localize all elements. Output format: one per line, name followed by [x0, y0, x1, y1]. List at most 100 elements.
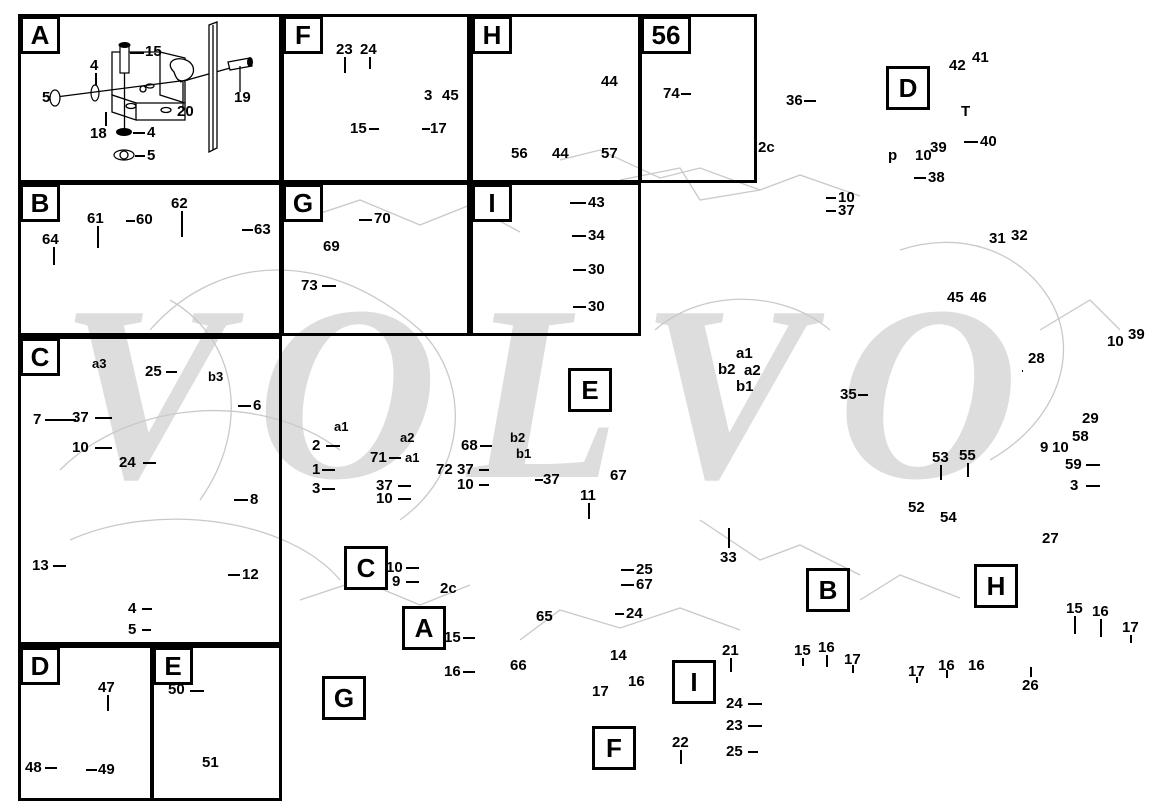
panel-c-label-4: 4: [128, 600, 137, 617]
panel-f-tag: F: [283, 16, 323, 54]
panel-g-label-69: 69: [323, 238, 340, 255]
main-label-a2-port: a2: [744, 362, 761, 379]
panel-a-label-4a: 4: [90, 57, 99, 74]
main-label-22: 22: [672, 734, 689, 751]
panel-f-label-15: 15: [350, 120, 367, 137]
panel-d-label-49: 49: [98, 761, 115, 778]
main-label-10-bottom: 10: [386, 559, 403, 576]
panel-e-tag: E: [153, 647, 193, 685]
main-label-40: 40: [980, 133, 997, 150]
main-label-27: 27: [1042, 530, 1059, 547]
main-label-71: 71: [370, 449, 387, 466]
callout-c[interactable]: C: [344, 546, 388, 590]
panel-g-tag: G: [283, 184, 323, 222]
panel-f-label-23: 23: [336, 41, 353, 58]
panel-i: I: [470, 182, 641, 336]
panel-b-tag: B: [20, 184, 60, 222]
main-label-10-c: 10: [1107, 333, 1124, 350]
panel-d-label-48: 48: [25, 759, 42, 776]
main-label-46: 46: [970, 289, 987, 306]
panel-c-label-a3: a3: [92, 356, 107, 371]
panel-c-label-25: 25: [145, 363, 162, 380]
main-label-58: 58: [1072, 428, 1089, 445]
main-label-42: 42: [949, 57, 966, 74]
panel-a-label-19: 19: [234, 89, 251, 106]
panel-g: G: [281, 182, 470, 336]
main-label-15-b: 15: [794, 642, 811, 659]
panel-a-label-18: 18: [90, 125, 107, 142]
main-label-b1-1: b1: [516, 446, 532, 461]
callout-d[interactable]: D: [886, 66, 930, 110]
panel-a-label-15: 15: [145, 43, 162, 60]
panel-b-label-60: 60: [136, 211, 153, 228]
panel-c-label-12: 12: [242, 566, 259, 583]
main-label-16-b: 16: [628, 673, 645, 690]
main-label-54: 54: [940, 509, 957, 526]
main-label-15-c: 15: [1066, 600, 1083, 617]
main-label-16-a: 16: [444, 663, 461, 680]
main-label-37-right: 37: [543, 471, 560, 488]
main-label-29: 29: [1082, 410, 1099, 427]
main-label-23-c: 23: [726, 717, 743, 734]
main-label-66: 66: [510, 657, 527, 674]
panel-i-tag: I: [472, 184, 512, 222]
panel-c-label-37: 37: [72, 409, 89, 426]
panel-e-label-51: 51: [202, 754, 219, 771]
main-label-14: 14: [610, 647, 627, 664]
callout-i[interactable]: I: [672, 660, 716, 704]
panel-h-label-57: 57: [601, 145, 618, 162]
panel-a-tag: A: [20, 16, 60, 54]
callout-e[interactable]: E: [568, 368, 612, 412]
main-label-2c-bottom: 2c: [440, 580, 457, 597]
panel-i-label-43: 43: [588, 194, 605, 211]
main-label-24-c: 24: [726, 695, 743, 712]
panel-d-label-47: 47: [98, 679, 115, 696]
main-label-9: 9: [1040, 439, 1049, 456]
panel-c-label-10: 10: [72, 439, 89, 456]
main-label-37-a: 37: [838, 202, 855, 219]
main-label-17-b: 17: [844, 651, 861, 668]
main-label-68: 68: [461, 437, 478, 454]
main-label-32: 32: [1011, 227, 1028, 244]
main-label-26: 26: [1022, 677, 1039, 694]
main-label-1: 1: [312, 461, 321, 478]
panel-h-label-56: 56: [511, 145, 528, 162]
panel-f-label-24: 24: [360, 41, 377, 58]
panel-56-tag: 56: [641, 16, 691, 54]
panel-d-tag: D: [20, 647, 60, 685]
panel-a-label-5a: 5: [42, 89, 51, 106]
main-label-52: 52: [908, 499, 925, 516]
main-label-16-f: 16: [968, 657, 985, 674]
panel-c-label-8: 8: [250, 491, 259, 508]
main-label-16-e: 16: [1092, 603, 1109, 620]
panel-c-tag: C: [20, 338, 60, 376]
main-label-b1-port: b1: [736, 378, 754, 395]
callout-b[interactable]: B: [806, 568, 850, 612]
main-label-53: 53: [932, 449, 949, 466]
main-label-35: 35: [840, 386, 857, 403]
panel-56: 56: [639, 14, 757, 183]
main-label-33: 33: [720, 549, 737, 566]
panel-c-label-6: 6: [253, 397, 262, 414]
main-label-3-right: 3: [1070, 477, 1079, 494]
callout-f[interactable]: F: [592, 726, 636, 770]
main-label-10-d: 10: [1052, 439, 1069, 456]
main-label-15-a: 15: [444, 629, 461, 646]
main-label-a1-1: a1: [334, 419, 349, 434]
callout-a[interactable]: A: [402, 606, 446, 650]
panel-f-label-17: 17: [430, 120, 447, 137]
panel-b-label-64: 64: [42, 231, 59, 248]
panel-a-label-20: 20: [177, 103, 194, 120]
panel-h-label-44a: 44: [601, 73, 618, 90]
main-label-36: 36: [786, 92, 803, 109]
callout-g[interactable]: G: [322, 676, 366, 720]
main-label-17-c: 17: [908, 663, 925, 680]
panel-i-label-30b: 30: [588, 298, 605, 315]
main-label-17-d: 17: [1122, 619, 1139, 636]
panel-a-label-4b: 4: [147, 124, 156, 141]
main-label-10-mid: 10: [457, 476, 474, 493]
panel-f-label-3: 3: [424, 87, 433, 104]
panel-g-label-73: 73: [301, 277, 318, 294]
callout-h[interactable]: H: [974, 564, 1018, 608]
main-label-67: 67: [610, 467, 627, 484]
